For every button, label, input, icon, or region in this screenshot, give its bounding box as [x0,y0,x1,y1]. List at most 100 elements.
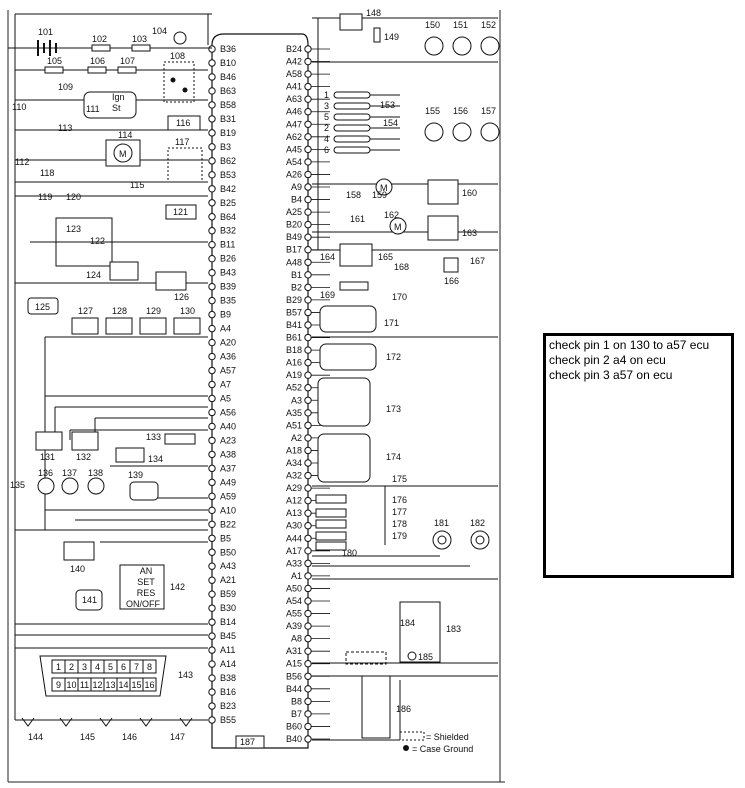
ecu-pin-label: B44 [286,684,302,694]
ecu-pin-label: B14 [220,617,236,627]
label-149: 149 [384,32,399,42]
label-171: 171 [384,318,399,328]
ecu-pin-label: A33 [286,558,302,568]
dlc-pin-label: 15 [131,680,141,690]
heater-140: 140 [63,541,95,574]
ecu-pin-label: A26 [286,169,302,179]
ecu-pin-A19 [304,371,312,379]
label-109: 109 [58,82,73,92]
module-122: 122 123 [55,217,113,267]
ecu-pin-label: B60 [286,721,302,731]
label-161: 161 [350,214,365,224]
motor-114: M [105,139,141,167]
label-169: 169 [320,290,335,300]
label-158: 158 [346,190,361,200]
labels-top-left: 102 103 104 105 106 107 108 109 110 113 … [12,26,189,202]
dlc-pin-label: 7 [134,662,139,672]
label-119: 119 [38,192,52,202]
dlc-pin-label: 10 [66,680,76,690]
cruise-set: SET [137,577,155,587]
ecu-pin-B64 [208,213,216,221]
label-105: 105 [47,56,62,66]
ecu-pin-A32 [304,471,312,480]
ecu-pin-A37 [208,464,216,473]
label-118: 118 [40,168,54,178]
ecu-pin-label: A58 [286,69,302,79]
ecu-pin-B26 [208,254,216,263]
label-176: 176 [392,495,407,505]
ecu-pin-label: A52 [286,383,302,393]
ecu-pin-label: A8 [291,634,302,644]
ecu-pin-label: A1 [291,571,302,581]
coil [333,91,371,99]
ecu-pin-B38 [208,674,216,682]
ecu-pin-label: B49 [286,232,302,242]
label-127: 127 [78,306,93,316]
ecu-pin-label: A25 [286,207,302,217]
label-107: 107 [120,56,135,66]
ecu-pin-label: A46 [286,107,302,117]
label-129: 129 [146,306,161,316]
ecu-pin-B1 [304,271,312,279]
label-164: 164 [320,252,335,262]
label-130: 130 [180,306,195,316]
coil-number: 5 [324,112,329,122]
label-138: 138 [88,468,103,478]
sheet-frame [7,10,505,783]
label-179: 179 [392,531,407,541]
label-108: 108 [170,51,185,61]
label-168: 168 [394,262,409,272]
ecu-pin-B8 [304,697,312,706]
ecu-pin-B7 [304,710,312,718]
ecu-pin-label: A57 [220,366,236,376]
ecu-pin-B25 [208,199,216,207]
ecu-pin-A54 [304,158,312,166]
label-102: 102 [92,34,107,44]
ecu-pin-A31 [304,647,312,655]
dlc-pin-label: 6 [121,662,126,672]
ecu-pin-A30 [304,522,312,530]
ecu-right-pins: B24A42A58A41A63A46A47A62A45A54A26A9B4A25… [286,44,330,744]
ecu-pin-A63 [304,95,312,103]
ecu-pin-label: A37 [220,463,236,473]
label-154: 154 [383,118,398,128]
ecu-pin-B23 [208,702,216,710]
label-110: 110 [12,102,26,112]
ecu-pin-label: A13 [286,508,302,518]
ecu-pin-A52 [304,384,312,392]
ecu-pin-label: B42 [220,184,236,194]
ecu-label: 187 [240,737,255,747]
ecu-pin-B55 [208,716,216,724]
ecu-pin-label: A49 [220,477,236,487]
ecu-pin-label: B55 [220,715,236,725]
fuses-top [44,31,187,74]
ecu-pin-A38 [208,450,216,459]
ecu-pin-A49 [208,478,216,487]
label-141: 141 [82,595,97,605]
ecu-pin-label: B23 [220,701,236,711]
ecu-pin-label: A10 [220,505,236,515]
ecu-pin-A14 [208,660,216,668]
ecu-pin-label: A19 [286,370,302,380]
ecu-pin-label: A62 [286,132,302,142]
label-166: 166 [444,276,459,286]
label-140: 140 [70,564,85,574]
ecu-pin-A33 [304,559,312,568]
cruise-res: RES [137,588,156,598]
label-185: 185 [418,652,433,662]
ecu-pin-B5 [208,534,216,542]
ecu-pin-label: A41 [286,82,302,92]
ecu-pin-label: A17 [286,546,302,556]
dlc-pin-label: 8 [147,662,152,672]
label-165: 165 [378,252,393,262]
ecu-pin-B22 [208,520,216,528]
label-163: 163 [462,228,477,238]
ecu-pin-B45 [208,632,216,640]
ecu-pin-A13 [304,509,312,517]
sensors-127-130: 127 128 129 130 [71,306,201,335]
gauges-135-139: 135 136 137 138 139 [10,468,159,501]
ecu-187: 187 [211,33,309,749]
label-126: 126 [174,292,189,302]
ecu-pin-B63 [208,87,216,95]
st-label: St [112,103,121,113]
